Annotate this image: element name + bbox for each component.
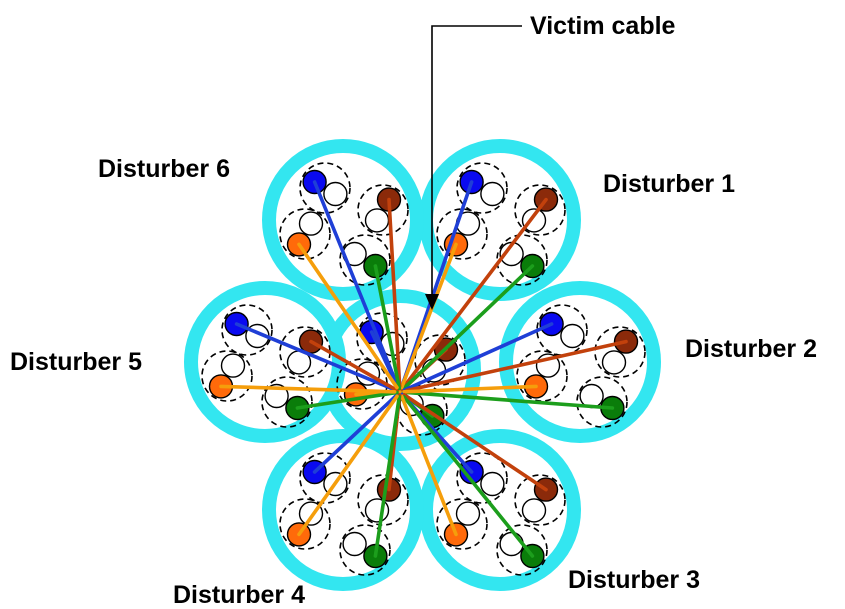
disturber-5-coupling-blue bbox=[234, 322, 397, 392]
disturber-5-coupling-brown bbox=[309, 339, 400, 393]
disturber-2-coupling-orange bbox=[402, 384, 538, 394]
victim-pointer-line bbox=[431, 25, 522, 298]
disturber-4-pair-brown-outline bbox=[357, 474, 409, 526]
disturber-6-coupling-orange bbox=[297, 242, 399, 390]
disturber-6-pair-blue-outline bbox=[299, 162, 351, 214]
disturber-6-conductor-brown-white bbox=[364, 208, 390, 233]
disturber-3-coupling-orange bbox=[399, 394, 458, 537]
disturber-5-pair-green-outline bbox=[261, 376, 313, 428]
disturber-3-pair-green-outline bbox=[496, 524, 548, 576]
disturber-5-pair-orange-outline bbox=[201, 350, 253, 402]
victim-pair-blue-outline bbox=[356, 312, 408, 364]
disturber-2-coupling-brown bbox=[404, 339, 628, 393]
disturber-3-coupling-brown bbox=[402, 393, 548, 492]
disturber-3-label: Disturber 3 bbox=[568, 566, 700, 594]
disturber-1-label: Disturber 1 bbox=[603, 170, 735, 198]
disturber-6-coupling-green bbox=[373, 264, 402, 391]
disturber-3-pair-orange-outline bbox=[436, 498, 488, 550]
disturber-4-label: Disturber 4 bbox=[173, 581, 305, 609]
disturber-6-pair-green-outline bbox=[339, 234, 391, 286]
disturber-2-pair-green-outline bbox=[576, 376, 628, 428]
disturber-6-coupling-brown bbox=[387, 197, 402, 389]
disturber-4-coupling-orange bbox=[297, 394, 399, 537]
disturber-1-conductor-blue-white bbox=[480, 181, 505, 207]
disturber-3-pair-brown-outline bbox=[514, 474, 566, 526]
disturber-3-conductor-green-white bbox=[499, 531, 524, 557]
disturber-3-conductor-blue-white bbox=[480, 471, 505, 497]
disturber-4-pair-orange-outline bbox=[279, 498, 331, 550]
disturber-1-conductor-brown-white bbox=[521, 208, 547, 233]
disturber-1-coupling-green bbox=[402, 264, 535, 391]
disturber-2-pair-blue-outline bbox=[536, 304, 588, 356]
disturber-3-coupling-green bbox=[402, 395, 535, 558]
disturber-4-coupling-blue bbox=[312, 392, 400, 474]
disturber-1-pair-green-outline bbox=[496, 234, 548, 286]
victim-pair-brown-outline bbox=[414, 334, 466, 386]
disturber-1-coupling-orange bbox=[399, 242, 458, 390]
disturber-5-conductor-green-white bbox=[264, 383, 289, 409]
disturber-2-pair-orange-outline bbox=[516, 350, 568, 402]
disturber-1-pair-brown-outline bbox=[514, 184, 566, 236]
disturber-3-pair-blue-outline bbox=[456, 452, 508, 504]
disturber-4-coupling-green bbox=[373, 395, 402, 558]
disturber-4-conductor-green-white bbox=[342, 531, 367, 557]
victim-pointer-arrowhead bbox=[425, 294, 439, 310]
disturber-2-coupling-green bbox=[404, 390, 615, 410]
disturber-3-conductor-brown-white bbox=[521, 498, 547, 523]
disturber-1-pair-blue-outline bbox=[456, 162, 508, 214]
disturber-3-conductor-orange-white bbox=[455, 501, 481, 526]
disturber-2-conductor-brown-white bbox=[601, 350, 627, 375]
disturber-4-pair-blue-outline bbox=[299, 452, 351, 504]
disturber-1-pair-orange-outline bbox=[436, 208, 488, 260]
disturber-6-pair-orange-outline bbox=[279, 208, 331, 260]
disturber-6-label: Disturber 6 bbox=[98, 155, 230, 183]
disturber-2-coupling-blue bbox=[402, 322, 554, 392]
disturber-2-conductor-blue-white bbox=[560, 323, 585, 349]
disturber-6-conductor-blue-white bbox=[323, 181, 348, 207]
disturber-5-pair-blue-outline bbox=[221, 304, 273, 356]
disturber-5-coupling-green bbox=[295, 390, 399, 410]
disturber-2-pair-brown-outline bbox=[594, 326, 646, 378]
victim-cable-label: Victim cable bbox=[530, 12, 676, 40]
disturber-2-label: Disturber 2 bbox=[685, 335, 817, 363]
disturber-5-conductor-orange-white bbox=[220, 353, 246, 378]
disturber-4-pair-green-outline bbox=[339, 524, 391, 576]
disturber-6-conductor-orange-white bbox=[298, 211, 324, 236]
disturber-5-label: Disturber 5 bbox=[10, 348, 142, 376]
disturber-5-coupling-orange bbox=[219, 384, 397, 394]
disturber-1-coupling-brown bbox=[402, 197, 548, 389]
disturber-6-coupling-blue bbox=[312, 180, 400, 388]
victim-pair-green-outline bbox=[396, 384, 448, 436]
disturber-6-pair-brown-outline bbox=[357, 184, 409, 236]
